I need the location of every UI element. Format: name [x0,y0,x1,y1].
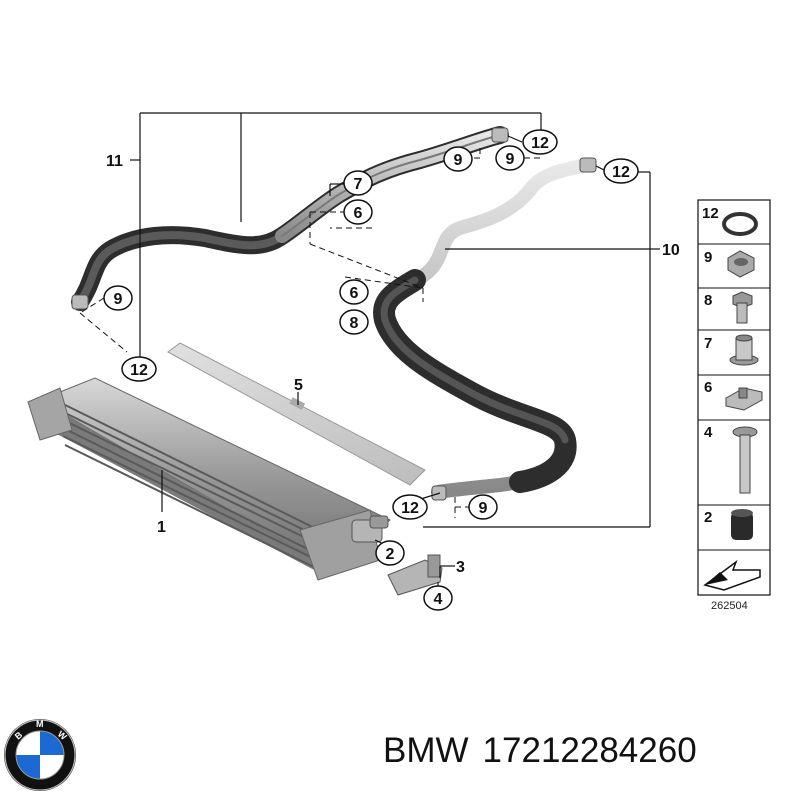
callout-2: 2 [386,546,395,563]
callout-6-upper: 6 [354,205,363,222]
brand-name: BMW [383,731,469,770]
callout-6-lower: 6 [350,285,359,302]
bolt-icon [732,291,753,324]
label-10: 10 [662,242,680,259]
diagram-reference: 262504 [711,600,748,612]
callout-4: 4 [434,591,443,608]
mounting-bracket [387,554,443,596]
part-caption: BMW 17212284260 [383,731,711,771]
legend-number-4: 4 [704,424,713,441]
svg-text:B: B [13,729,25,741]
legend-number-6: 6 [704,379,712,396]
callout-8: 8 [350,315,359,332]
bmw-logo: B M W [4,719,76,791]
callout-12-top: 12 [531,135,549,152]
callout-12-right: 12 [612,164,630,181]
part-number: 17212284260 [482,731,697,770]
label-5: 5 [294,377,303,394]
label-11: 11 [106,153,123,170]
legend-number-12: 12 [702,205,719,222]
bushing-icon [729,334,759,366]
legend-number-7: 7 [704,335,712,352]
upper-oil-line [71,126,509,311]
long-bolt-icon [732,426,758,494]
seal-strip [167,342,426,486]
legend-number-2: 2 [704,509,712,526]
clip-icon [725,387,763,411]
parts-legend: 12 9 8 7 6 4 2 [697,199,771,612]
lower-oil-line [373,157,597,501]
direction-arrow-icon [703,559,761,591]
legend-number-8: 8 [704,292,712,309]
o-ring-icon [722,212,758,236]
callouts: 12 9 9 12 7 6 6 8 9 12 12 9 2 [103,129,680,611]
callout-9-left: 9 [114,291,123,308]
callout-12-left: 12 [130,362,148,379]
svg-text:M: M [36,719,44,729]
callout-12-bottom: 12 [401,500,419,517]
callout-9-upper-right: 9 [506,151,515,168]
label-1: 1 [157,519,166,536]
rubber-mount-icon [731,509,753,540]
legend-number-9: 9 [704,249,712,266]
oil-cooler [27,377,391,581]
callout-7: 7 [354,176,363,193]
hex-nut-icon [727,250,755,278]
label-3: 3 [456,559,465,576]
callout-9-bottom: 9 [479,500,488,517]
leader-lines [122,112,660,590]
callout-9-upper-left: 9 [454,152,463,169]
